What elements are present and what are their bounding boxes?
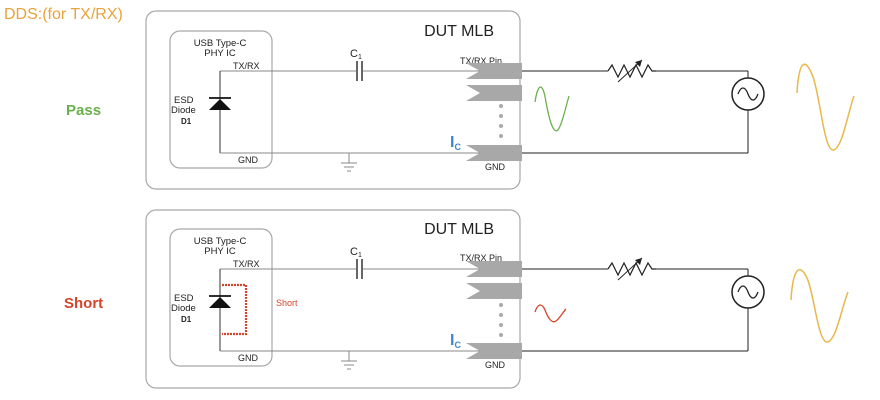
short-panel: DUT MLB USB Type-C PHY IC TX/RX GND C1 E… <box>145 209 849 389</box>
pass-panel: DUT MLB USB Type-C PHY IC TX/RX GND C1 E… <box>145 10 855 190</box>
phy-ic-label-line1: USB Type-C <box>194 38 247 49</box>
resistor-gap <box>608 64 656 78</box>
pin-dot <box>499 124 503 128</box>
measured-waveform <box>534 86 570 132</box>
pass-status-label: Pass <box>66 102 102 119</box>
esd-label-line2: Diode <box>171 105 196 116</box>
short-status-label: Short <box>64 295 104 312</box>
inner-gnd-label: GND <box>238 155 259 165</box>
measured-waveform <box>534 304 567 323</box>
pin-dot <box>499 313 503 317</box>
esd-diode-symbol <box>209 99 231 110</box>
ac-source-wave <box>737 87 759 101</box>
pin-dot <box>499 303 503 307</box>
esd-label-line2: Diode <box>171 303 196 314</box>
current-label: IC <box>450 332 461 350</box>
resistor-gap <box>608 262 656 276</box>
txrx-pin-label: TX/RX Pin <box>460 56 502 66</box>
pin-dot <box>499 333 503 337</box>
source-waveform <box>796 63 855 151</box>
current-label: IC <box>450 134 461 152</box>
pin <box>466 283 522 299</box>
pin-dot <box>499 114 503 118</box>
txrx-label: TX/RX <box>233 259 260 269</box>
short-circuit-label: Short <box>276 298 298 308</box>
phy-ic-label-line2: PHY IC <box>204 48 236 59</box>
ac-source-wave <box>737 285 759 299</box>
pin-dot <box>499 323 503 327</box>
pin <box>466 85 522 101</box>
txrx-label: TX/RX <box>233 61 260 71</box>
txrx-pin-label: TX/RX Pin <box>460 253 502 263</box>
diagram-heading: DDS:(for TX/RX) <box>4 6 123 23</box>
pin-dot <box>499 104 503 108</box>
gnd-pin-label: GND <box>485 162 506 172</box>
variable-resistor-icon <box>607 261 656 277</box>
esd-ref-label: D1 <box>181 315 192 324</box>
phy-ic-outline <box>169 30 273 169</box>
capacitor-label: C1 <box>350 246 362 259</box>
phy-ic-label-line2: PHY IC <box>204 246 236 257</box>
short-circuit-bracket <box>222 283 248 336</box>
capacitor-label: C1 <box>350 48 362 61</box>
esd-label-line1: ESD <box>174 293 194 304</box>
esd-label-line1: ESD <box>174 95 194 106</box>
dut-board-label: DUT MLB <box>424 221 494 238</box>
pin-dot <box>499 134 503 138</box>
esd-ref-label: D1 <box>181 117 192 126</box>
variable-resistor-arrowhead <box>635 60 642 67</box>
phy-ic-label-line1: USB Type-C <box>194 236 247 247</box>
esd-diode-symbol <box>209 297 231 308</box>
phy-ic-outline <box>169 228 273 367</box>
variable-resistor-icon <box>607 63 656 79</box>
source-waveform <box>790 268 849 343</box>
dut-board-outline <box>145 209 521 389</box>
dut-board-label: DUT MLB <box>424 23 494 40</box>
variable-resistor-arrowhead <box>635 258 642 265</box>
inner-gnd-label: GND <box>238 353 259 363</box>
gnd-pin-label: GND <box>485 360 506 370</box>
